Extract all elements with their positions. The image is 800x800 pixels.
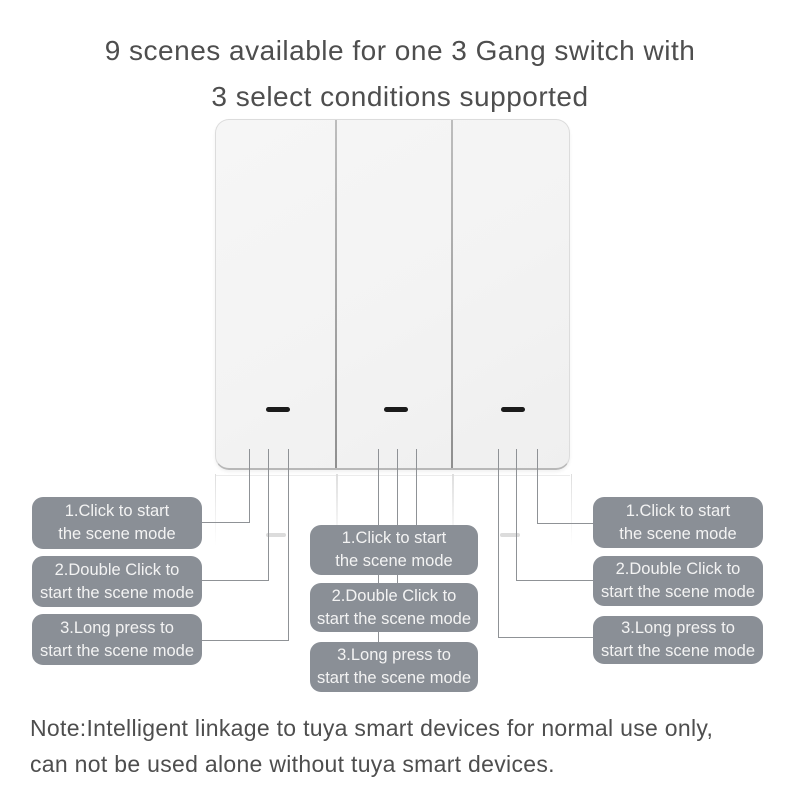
gang-1-indicator-dash-icon — [266, 407, 290, 412]
panel-reflection-divider-1 — [336, 474, 338, 546]
panel-reflection-divider-2 — [452, 474, 454, 546]
dash-reflection-right — [500, 533, 520, 537]
leader-line — [498, 449, 499, 638]
note-line-1: Note:Intelligent linkage to tuya smart d… — [30, 715, 714, 741]
leader-line — [288, 449, 289, 641]
leader-line — [537, 523, 594, 524]
leader-line — [397, 449, 398, 585]
switch-panel — [215, 119, 570, 470]
gang-2-indicator-dash-icon — [384, 407, 408, 412]
leader-line — [202, 640, 289, 641]
leader-line — [516, 580, 594, 581]
callout-right-long-press: 3.Long press to start the scene mode — [593, 616, 763, 664]
gang-divider-1 — [335, 120, 337, 468]
callout-middle-long-press: 3.Long press to start the scene mode — [310, 642, 478, 692]
callout-left-long-press: 3.Long press to start the scene mode — [32, 614, 202, 665]
leader-line — [202, 580, 269, 581]
callout-middle-double-click: 2.Double Click to start the scene mode — [310, 583, 478, 632]
title-line-1: 9 scenes available for one 3 Gang switch… — [104, 35, 696, 66]
gang-divider-2 — [451, 120, 453, 468]
title-line-2: 3 select conditions supported — [211, 81, 589, 112]
panel-reflection-edge — [216, 475, 570, 476]
leader-line — [516, 449, 517, 581]
leader-line — [498, 637, 594, 638]
usage-note: Note:Intelligent linkage to tuya smart d… — [30, 710, 770, 782]
leader-line — [249, 449, 250, 522]
callout-left-double-click: 2.Double Click to start the scene mode — [32, 556, 202, 607]
panel-reflection-right — [571, 474, 572, 546]
callout-right-click: 1.Click to start the scene mode — [593, 497, 763, 548]
leader-line — [416, 449, 417, 527]
leader-line — [202, 522, 250, 523]
dash-reflection-left — [266, 533, 286, 537]
callout-right-double-click: 2.Double Click to start the scene mode — [593, 556, 763, 606]
callout-middle-click: 1.Click to start the scene mode — [310, 525, 478, 575]
leader-line — [537, 449, 538, 523]
gang-3-indicator-dash-icon — [501, 407, 525, 412]
callout-left-click: 1.Click to start the scene mode — [32, 497, 202, 549]
note-line-2: can not be used alone without tuya smart… — [30, 751, 555, 777]
panel-reflection-left — [215, 474, 216, 546]
page-title: 9 scenes available for one 3 Gang switch… — [0, 28, 800, 120]
leader-line — [268, 449, 269, 581]
